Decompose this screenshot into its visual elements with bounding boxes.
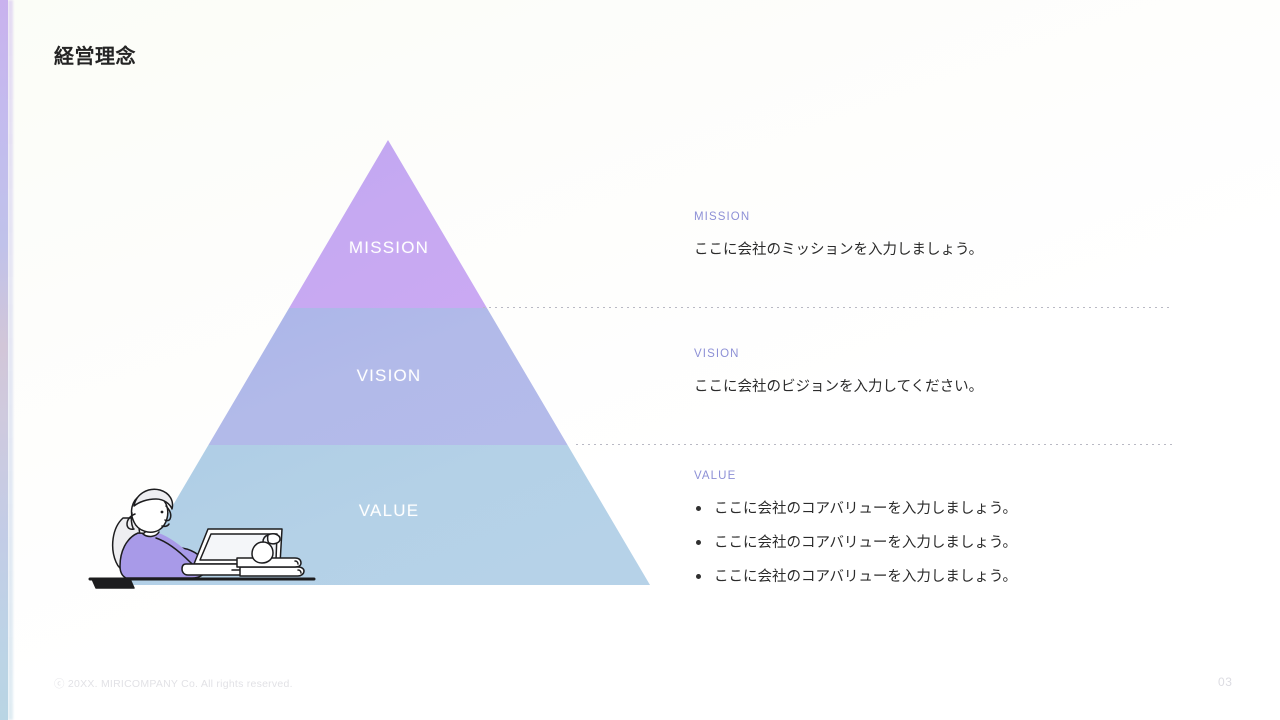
pyramid-label-value: VALUE — [358, 501, 420, 520]
footer-copyright: ⓒ 20XX. MIRICOMPANY Co. All rights reser… — [54, 678, 293, 690]
section-mission: MISSION ここに会社のミッションを入力しましょう。 — [694, 211, 1194, 262]
divider-mission-vision — [483, 307, 1173, 308]
pyramid-tier-mission — [126, 140, 650, 308]
section-vision-body: ここに会社のビジョンを入力してください。 — [694, 379, 984, 395]
list-item-label: ここに会社のコアバリューを入力しましょう。 — [714, 568, 1018, 585]
list-item: ここに会社のコアバリューを入力しましょう。 — [694, 567, 1194, 589]
footer-page-number: 03 — [1218, 675, 1233, 689]
bullet-dot-icon — [696, 573, 701, 579]
list-item: ここに会社のコアバリューを入力しましょう。 — [694, 499, 1194, 521]
section-value-kicker: VALUE — [694, 470, 737, 482]
left-accent-bar-glow — [8, 0, 13, 720]
section-vision-kicker: VISION — [694, 348, 740, 360]
bullet-dot-icon — [696, 539, 701, 545]
page-title: 経営理念 — [54, 44, 136, 68]
pyramid-label-mission: MISSION — [348, 238, 430, 257]
left-accent-bar — [0, 0, 8, 720]
section-mission-kicker: MISSION — [694, 211, 751, 223]
section-value: VALUE ここに会社のコアバリューを入力しましょう。 ここに会社のコアバリュー… — [694, 470, 1194, 588]
pyramid-label-vision: VISION — [356, 366, 422, 385]
section-vision: VISION ここに会社のビジョンを入力してください。 — [694, 348, 1194, 399]
woman-at-laptop-illustration — [88, 488, 316, 589]
list-item-label: ここに会社のコアバリューを入力しましょう。 — [714, 501, 1018, 517]
pyramid-diagram — [126, 140, 650, 585]
list-item: ここに会社のコアバリューを入力しましょう。 — [694, 533, 1194, 555]
divider-vision-value — [576, 444, 1173, 445]
section-value-bullet-list: ここに会社のコアバリューを入力しましょう。 ここに会社のコアバリューを入力しまし… — [694, 499, 1194, 588]
list-item-label: ここに会社のコアバリューを入力しましょう。 — [714, 534, 1018, 551]
section-mission-body: ここに会社のミッションを入力しましょう。 — [694, 242, 984, 258]
bullet-dot-icon — [696, 506, 701, 511]
